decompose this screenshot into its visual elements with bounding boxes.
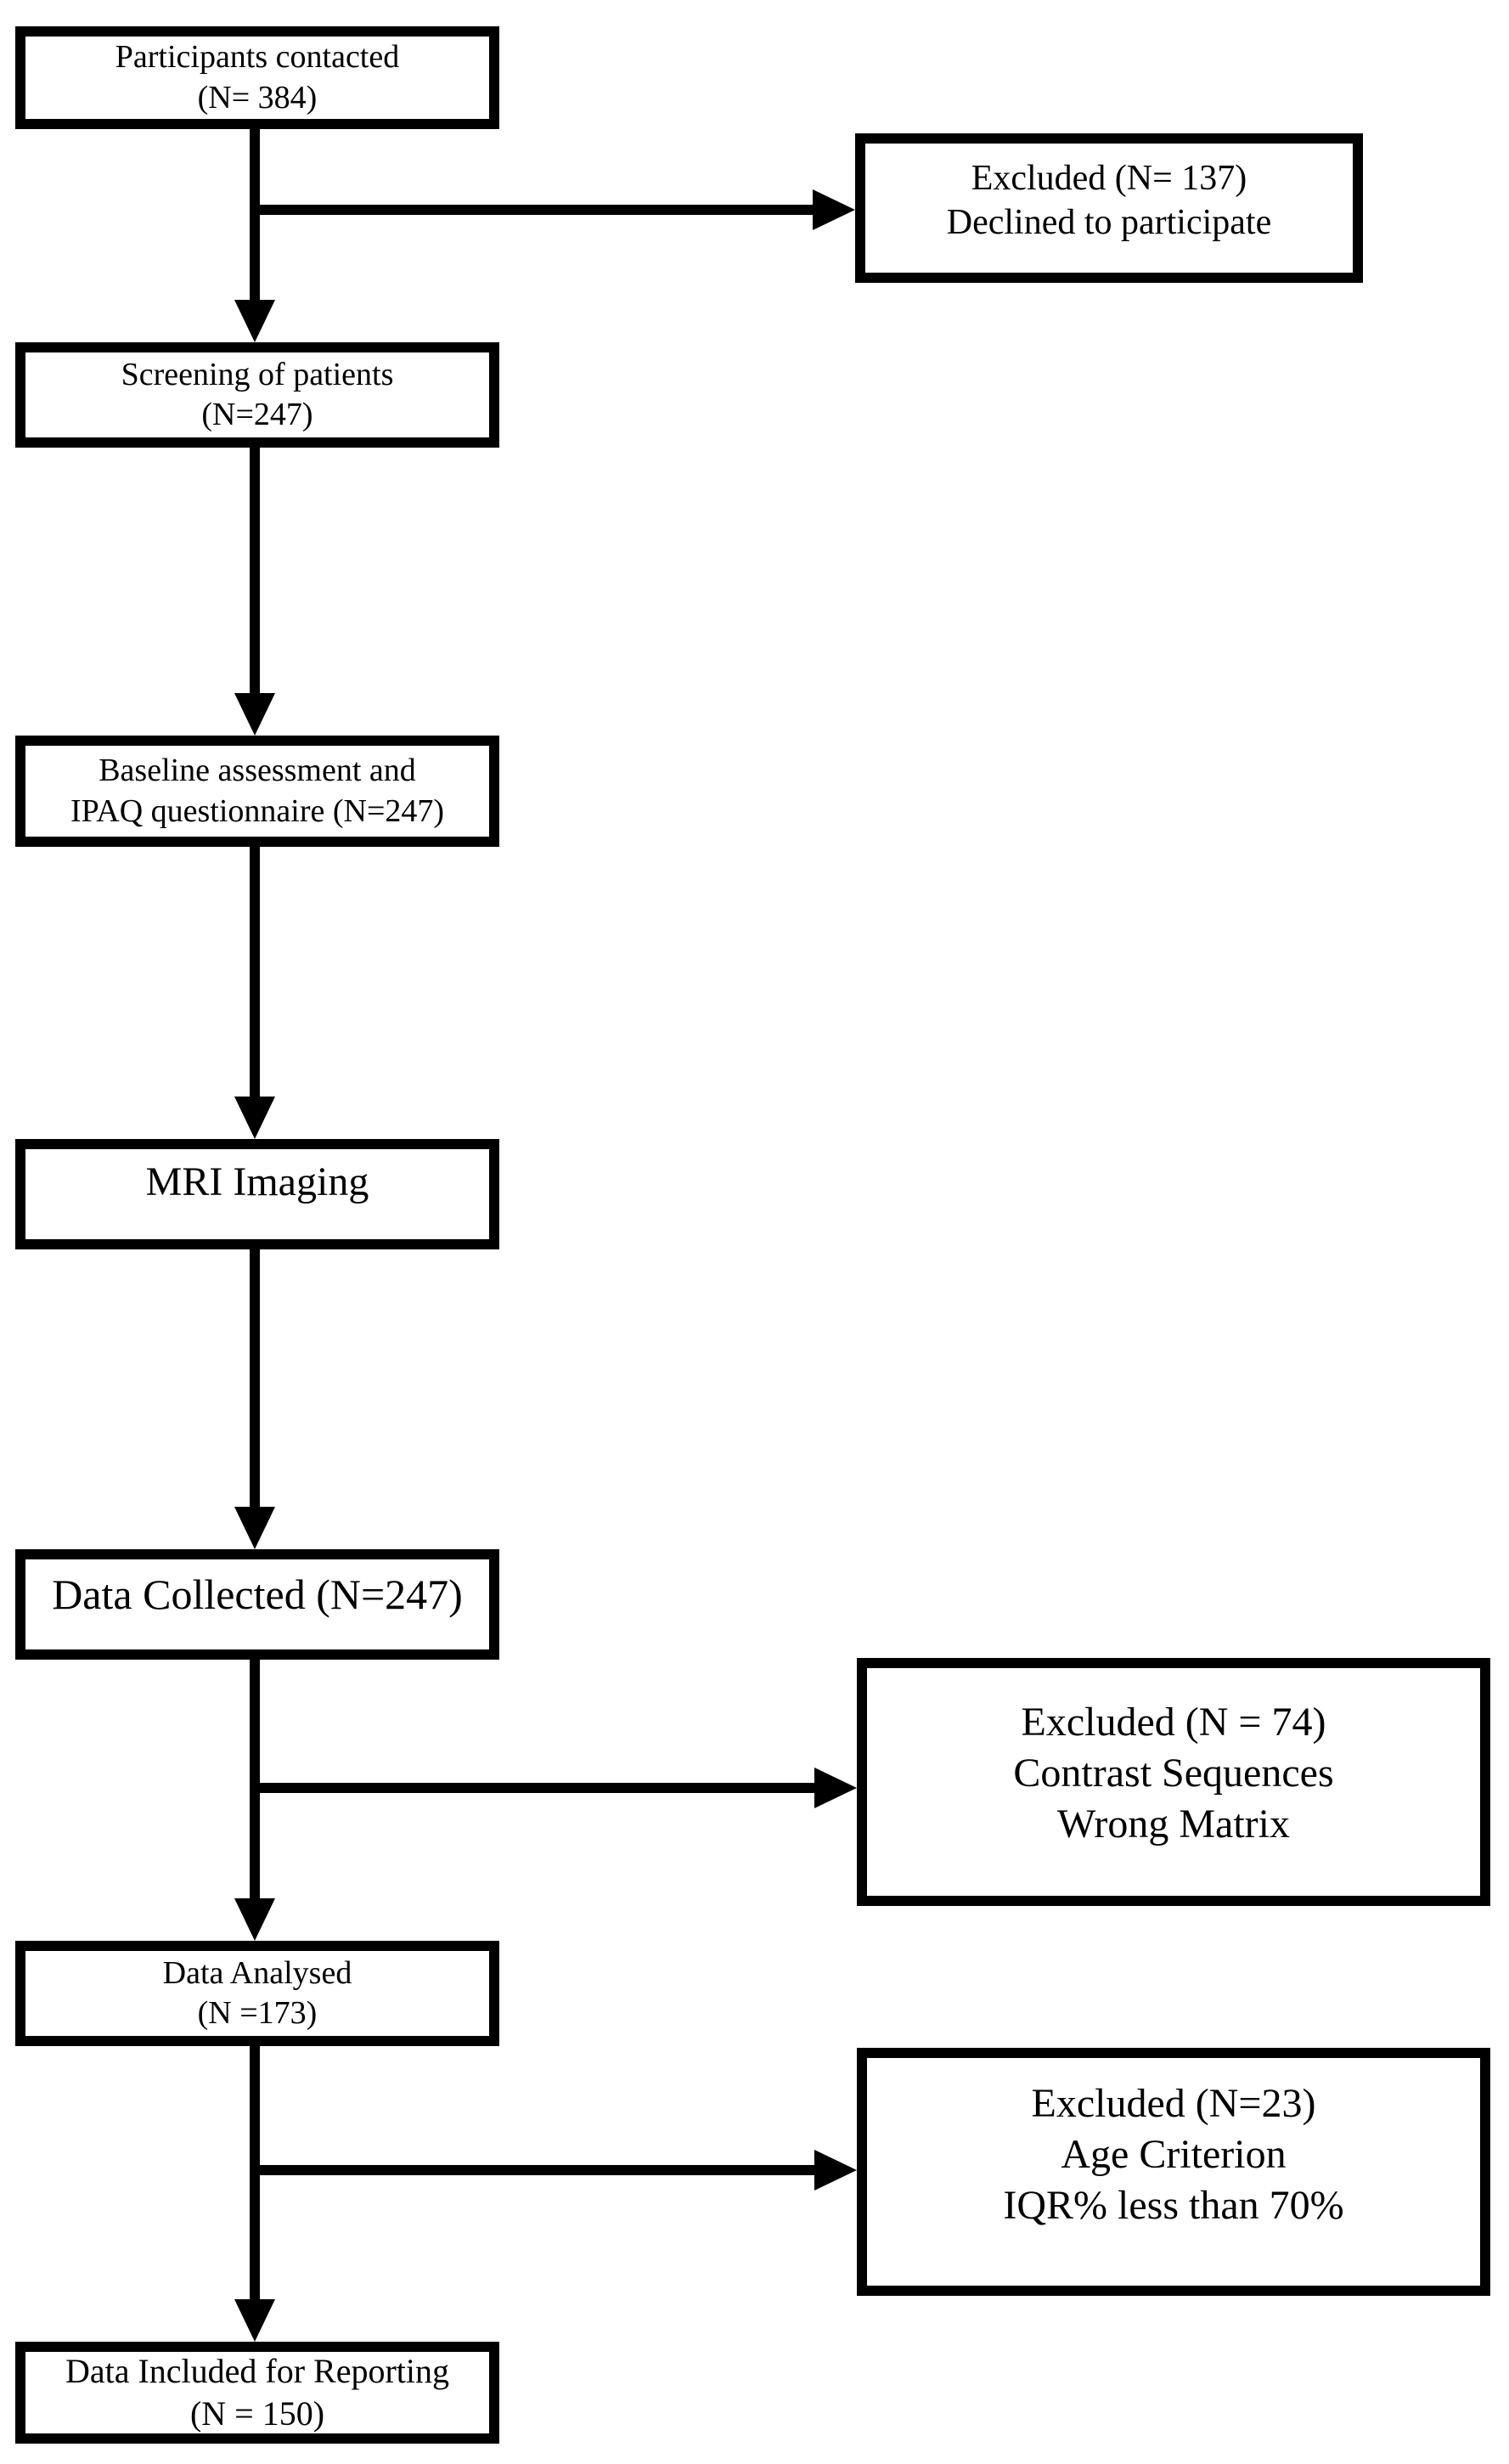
arrow-participants-to-screening-line	[250, 129, 260, 304]
box-text-line: Data Analysed	[162, 1954, 352, 1991]
box-text-line: Wrong Matrix	[1056, 1801, 1290, 1847]
box-text-line: Excluded (N= 137)	[971, 158, 1247, 198]
box-text-line: (N = 150)	[189, 2394, 325, 2433]
box-text-line: (N =173)	[197, 1995, 318, 2031]
arrow-down-icon	[234, 1507, 275, 1549]
arrow-down-icon	[234, 2299, 275, 2342]
box-text-line: Data Collected (N=247)	[52, 1570, 463, 1618]
arrow-collected-to-analysed-line	[250, 1660, 260, 1900]
box-text-line: IPAQ questionnaire (N=247)	[70, 792, 445, 829]
box-participants-contacted: Participants contacted (N= 384)	[15, 26, 499, 129]
arrow-right-icon	[814, 1768, 857, 1808]
box-excluded-age-criterion: Excluded (N=23) Age Criterion IQR% less …	[857, 2048, 1490, 2296]
arrow-down-icon	[234, 1898, 275, 1941]
arrow-down-icon	[234, 1097, 275, 1139]
box-text-line: MRI Imaging	[145, 1159, 369, 1204]
box-data-included-for-reporting: Data Included for Reporting (N = 150)	[15, 2342, 499, 2444]
branch-to-excluded-declined-line	[255, 205, 816, 215]
box-text-line: Screening of patients	[121, 356, 394, 392]
box-text-line: (N=247)	[201, 397, 313, 432]
arrow-mri-to-collected-line	[250, 1249, 260, 1508]
box-baseline-assessment: Baseline assessment and IPAQ questionnai…	[15, 736, 499, 847]
arrow-down-icon	[234, 300, 275, 342]
box-text-line: IQR% less than 70%	[1003, 2183, 1344, 2228]
box-text-line: Declined to participate	[946, 203, 1272, 242]
box-text-line: (N= 384)	[197, 79, 318, 116]
box-text-line: Data Included for Reporting	[65, 2352, 450, 2390]
box-excluded-declined: Excluded (N= 137) Declined to participat…	[855, 133, 1363, 283]
box-screening-of-patients: Screening of patients (N=247)	[15, 342, 499, 448]
box-text-line: Contrast Sequences	[1013, 1751, 1334, 1796]
branch-to-excluded-contrast-line	[255, 1783, 818, 1793]
arrow-screening-to-baseline-line	[250, 448, 260, 695]
box-text-line: Baseline assessment and	[99, 753, 416, 788]
box-text-line: Age Criterion	[1061, 2132, 1287, 2177]
box-data-collected: Data Collected (N=247)	[15, 1549, 499, 1660]
branch-to-excluded-age-line	[255, 2165, 818, 2175]
box-text-line: Excluded (N = 74)	[1021, 1700, 1326, 1745]
arrow-baseline-to-mri-line	[250, 847, 260, 1098]
box-data-analysed: Data Analysed (N =173)	[15, 1941, 499, 2046]
arrow-right-icon	[814, 2150, 857, 2191]
box-excluded-contrast-sequences: Excluded (N = 74) Contrast Sequences Wro…	[857, 1658, 1490, 1906]
box-text-line: Participants contacted	[115, 39, 400, 75]
arrow-down-icon	[234, 693, 275, 736]
box-mri-imaging: MRI Imaging	[15, 1139, 499, 1249]
arrow-right-icon	[813, 189, 855, 230]
box-text-line: Excluded (N=23)	[1031, 2081, 1316, 2126]
